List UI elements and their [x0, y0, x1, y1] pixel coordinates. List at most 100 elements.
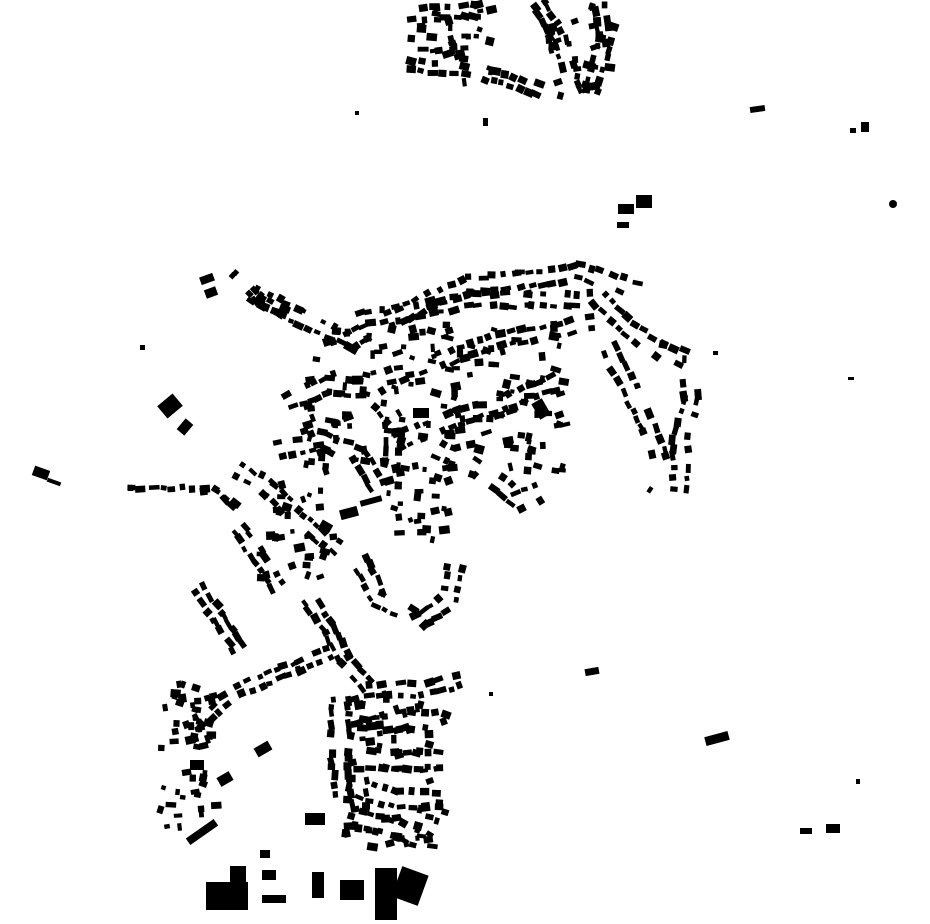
building [198, 741, 209, 750]
building [406, 440, 414, 448]
building [223, 618, 233, 629]
building [365, 680, 373, 689]
building [323, 430, 334, 440]
building [556, 91, 565, 101]
building [287, 561, 297, 571]
building [428, 477, 437, 485]
building [179, 794, 186, 800]
building [429, 387, 442, 399]
building [315, 573, 325, 581]
building [258, 488, 270, 501]
building [408, 332, 420, 341]
building [850, 128, 856, 133]
building [343, 822, 355, 831]
building [441, 48, 455, 59]
building [458, 1, 470, 10]
building [652, 422, 661, 434]
building [299, 495, 307, 504]
building [630, 338, 641, 349]
building [306, 434, 313, 442]
building [587, 2, 596, 11]
building [202, 607, 213, 618]
building [377, 800, 386, 809]
building [205, 591, 215, 604]
building [441, 464, 449, 472]
building [337, 637, 348, 649]
building [191, 712, 200, 722]
building [667, 343, 680, 355]
building [345, 710, 353, 717]
building [658, 340, 669, 350]
building [396, 804, 406, 810]
building [474, 358, 484, 367]
building [359, 495, 383, 507]
building [429, 535, 436, 544]
building [308, 457, 316, 466]
building [473, 443, 486, 455]
building [327, 763, 336, 771]
building [280, 389, 293, 401]
building [247, 552, 257, 564]
building [451, 366, 460, 371]
building [189, 774, 196, 782]
building [539, 441, 546, 450]
building [524, 452, 533, 461]
building [376, 742, 383, 748]
building [269, 497, 280, 508]
building [221, 612, 228, 621]
building [394, 481, 402, 489]
building [354, 463, 366, 477]
building [447, 345, 456, 356]
building [507, 479, 517, 489]
building [242, 676, 252, 684]
building [619, 272, 629, 282]
building [311, 647, 322, 657]
building [365, 737, 376, 747]
building [238, 461, 247, 469]
building [329, 622, 340, 635]
building [380, 814, 391, 823]
building [249, 285, 260, 296]
building [383, 427, 392, 434]
building [370, 781, 379, 789]
building [516, 282, 526, 292]
building [354, 793, 365, 802]
building [360, 582, 370, 592]
building [438, 309, 444, 314]
building [263, 668, 273, 676]
building [587, 264, 596, 274]
building [520, 486, 529, 493]
building [366, 811, 375, 818]
building [749, 104, 766, 114]
building [325, 448, 336, 458]
building [505, 498, 516, 509]
building [256, 573, 265, 582]
building [453, 51, 466, 61]
building [669, 450, 676, 461]
building [397, 692, 404, 699]
building [396, 749, 403, 754]
building [258, 681, 269, 692]
building [571, 56, 579, 64]
building [633, 414, 641, 424]
building [359, 736, 366, 742]
building [629, 319, 641, 330]
building [612, 375, 624, 387]
building [350, 324, 361, 333]
building [497, 472, 508, 483]
building [426, 420, 431, 428]
building [548, 331, 561, 342]
building [375, 574, 384, 587]
building [496, 490, 508, 502]
building [446, 463, 458, 472]
building [157, 744, 165, 752]
building [221, 699, 233, 710]
building [438, 360, 448, 370]
building [456, 349, 464, 358]
building [251, 559, 260, 568]
building [533, 78, 546, 89]
building [555, 420, 561, 428]
building [321, 628, 331, 637]
building [569, 302, 581, 309]
building [478, 275, 489, 281]
